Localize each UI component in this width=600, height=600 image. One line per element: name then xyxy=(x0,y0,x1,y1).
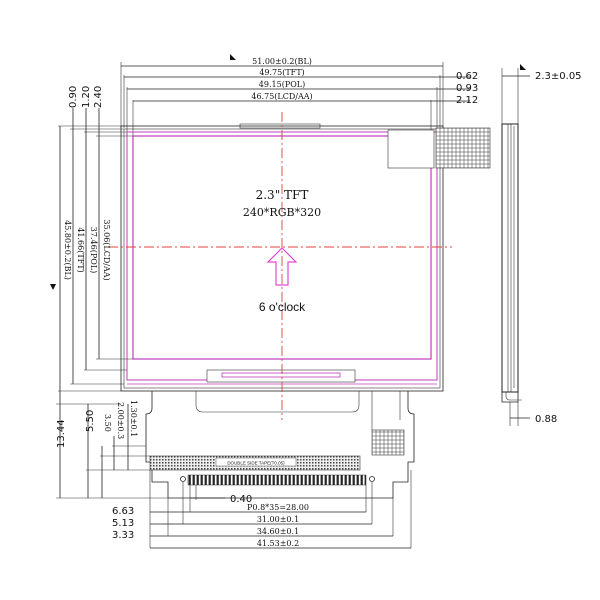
dim-pin-gap: 0.40 xyxy=(230,494,252,505)
corner-pad xyxy=(387,129,435,169)
dim-left-1-20: 1.20 xyxy=(81,86,92,108)
fpc-contact-pins xyxy=(187,474,367,486)
dim-right-0-62: 0.62 xyxy=(456,71,478,82)
dim-bl-height: 45.80±0.2(BL) xyxy=(63,220,72,280)
dim-bottom-3-33: 3.33 xyxy=(112,530,134,541)
dim-pol-width: 49.15(POL) xyxy=(259,80,305,89)
dim-width-41-53: 41.53±0.2 xyxy=(257,539,299,548)
dim-lcd-aa-height: 35.06(LCD/AA) xyxy=(102,219,111,280)
dim-fpc-3-50: 3.50 xyxy=(103,414,112,432)
dim-right-2-12: 2.12 xyxy=(456,95,478,106)
fpc-hole-left xyxy=(180,476,186,482)
panel-size-label: 2.3" TFT xyxy=(256,188,309,202)
dim-fpc-5-50: 5.50 xyxy=(85,410,96,432)
dim-lcd-aa-width: 46.75(LCD/AA) xyxy=(251,92,312,101)
dim-fpc-1-30: 1.30±0.1 xyxy=(129,400,138,437)
dim-tft-height: 41.66(TFT) xyxy=(76,227,85,272)
fpc-hole-right xyxy=(369,476,375,482)
bonding-strip xyxy=(206,369,356,383)
dim-fpc-13-44: 13.44 xyxy=(56,419,67,448)
dim-fpc-2-00: 2.00±0.3 xyxy=(116,402,125,439)
fpc-flex-cable: DOUBLE SIDE TAPE(T0.05) xyxy=(145,391,415,499)
dim-thickness: 2.3±0.05 xyxy=(535,71,582,82)
bottom-dimensions: 0.40 6.63 5.13 3.33 P0.8*35=28.00 31.00±… xyxy=(112,470,412,549)
dim-right-0-93: 0.93 xyxy=(456,83,478,94)
dim-left-2-40: 2.40 xyxy=(93,86,104,108)
view-direction-label: 6 o'clock xyxy=(259,300,306,314)
side-module-outline xyxy=(501,123,519,393)
tape-label: DOUBLE SIDE TAPE(T0.05) xyxy=(227,461,285,466)
panel-resolution-label: 240*RGB*320 xyxy=(243,206,321,219)
dim-bottom-5-13: 5.13 xyxy=(112,518,134,529)
fpc-left-dimensions: 1.30±0.1 2.00±0.3 3.50 5.50 13.44 xyxy=(56,391,168,499)
dim-left-0-90: 0.90 xyxy=(68,86,79,108)
dim-tft-width: 49.75(TFT) xyxy=(259,68,304,77)
dim-bottom-6-63: 6.63 xyxy=(112,506,134,517)
dim-width-34-60: 34.60±0.1 xyxy=(257,527,299,536)
top-dimensions: 51.00±0.2(BL) 49.75(TFT) 49.15(POL) 46.7… xyxy=(120,54,478,136)
fpc-component-pad xyxy=(371,429,405,456)
dim-pol-height: 37.46(POL) xyxy=(89,227,98,273)
dim-pin-pitch: P0.8*35=28.00 xyxy=(247,503,309,512)
side-view: 2.3±0.05 0.88 xyxy=(501,64,582,426)
hatched-pad xyxy=(435,127,491,169)
dim-side-bottom: 0.88 xyxy=(535,414,557,425)
view-direction-arrow xyxy=(266,247,298,286)
dim-bl-width: 51.00±0.2(BL) xyxy=(252,57,312,66)
left-dimensions: 2.40 1.20 0.90 35.06(LCD/AA) 37.46(POL) … xyxy=(50,86,133,392)
dim-width-31-00: 31.00±0.1 xyxy=(257,515,299,524)
lcd-module-front: 2.3" TFT 240*RGB*320 6 o'clock xyxy=(108,112,491,420)
